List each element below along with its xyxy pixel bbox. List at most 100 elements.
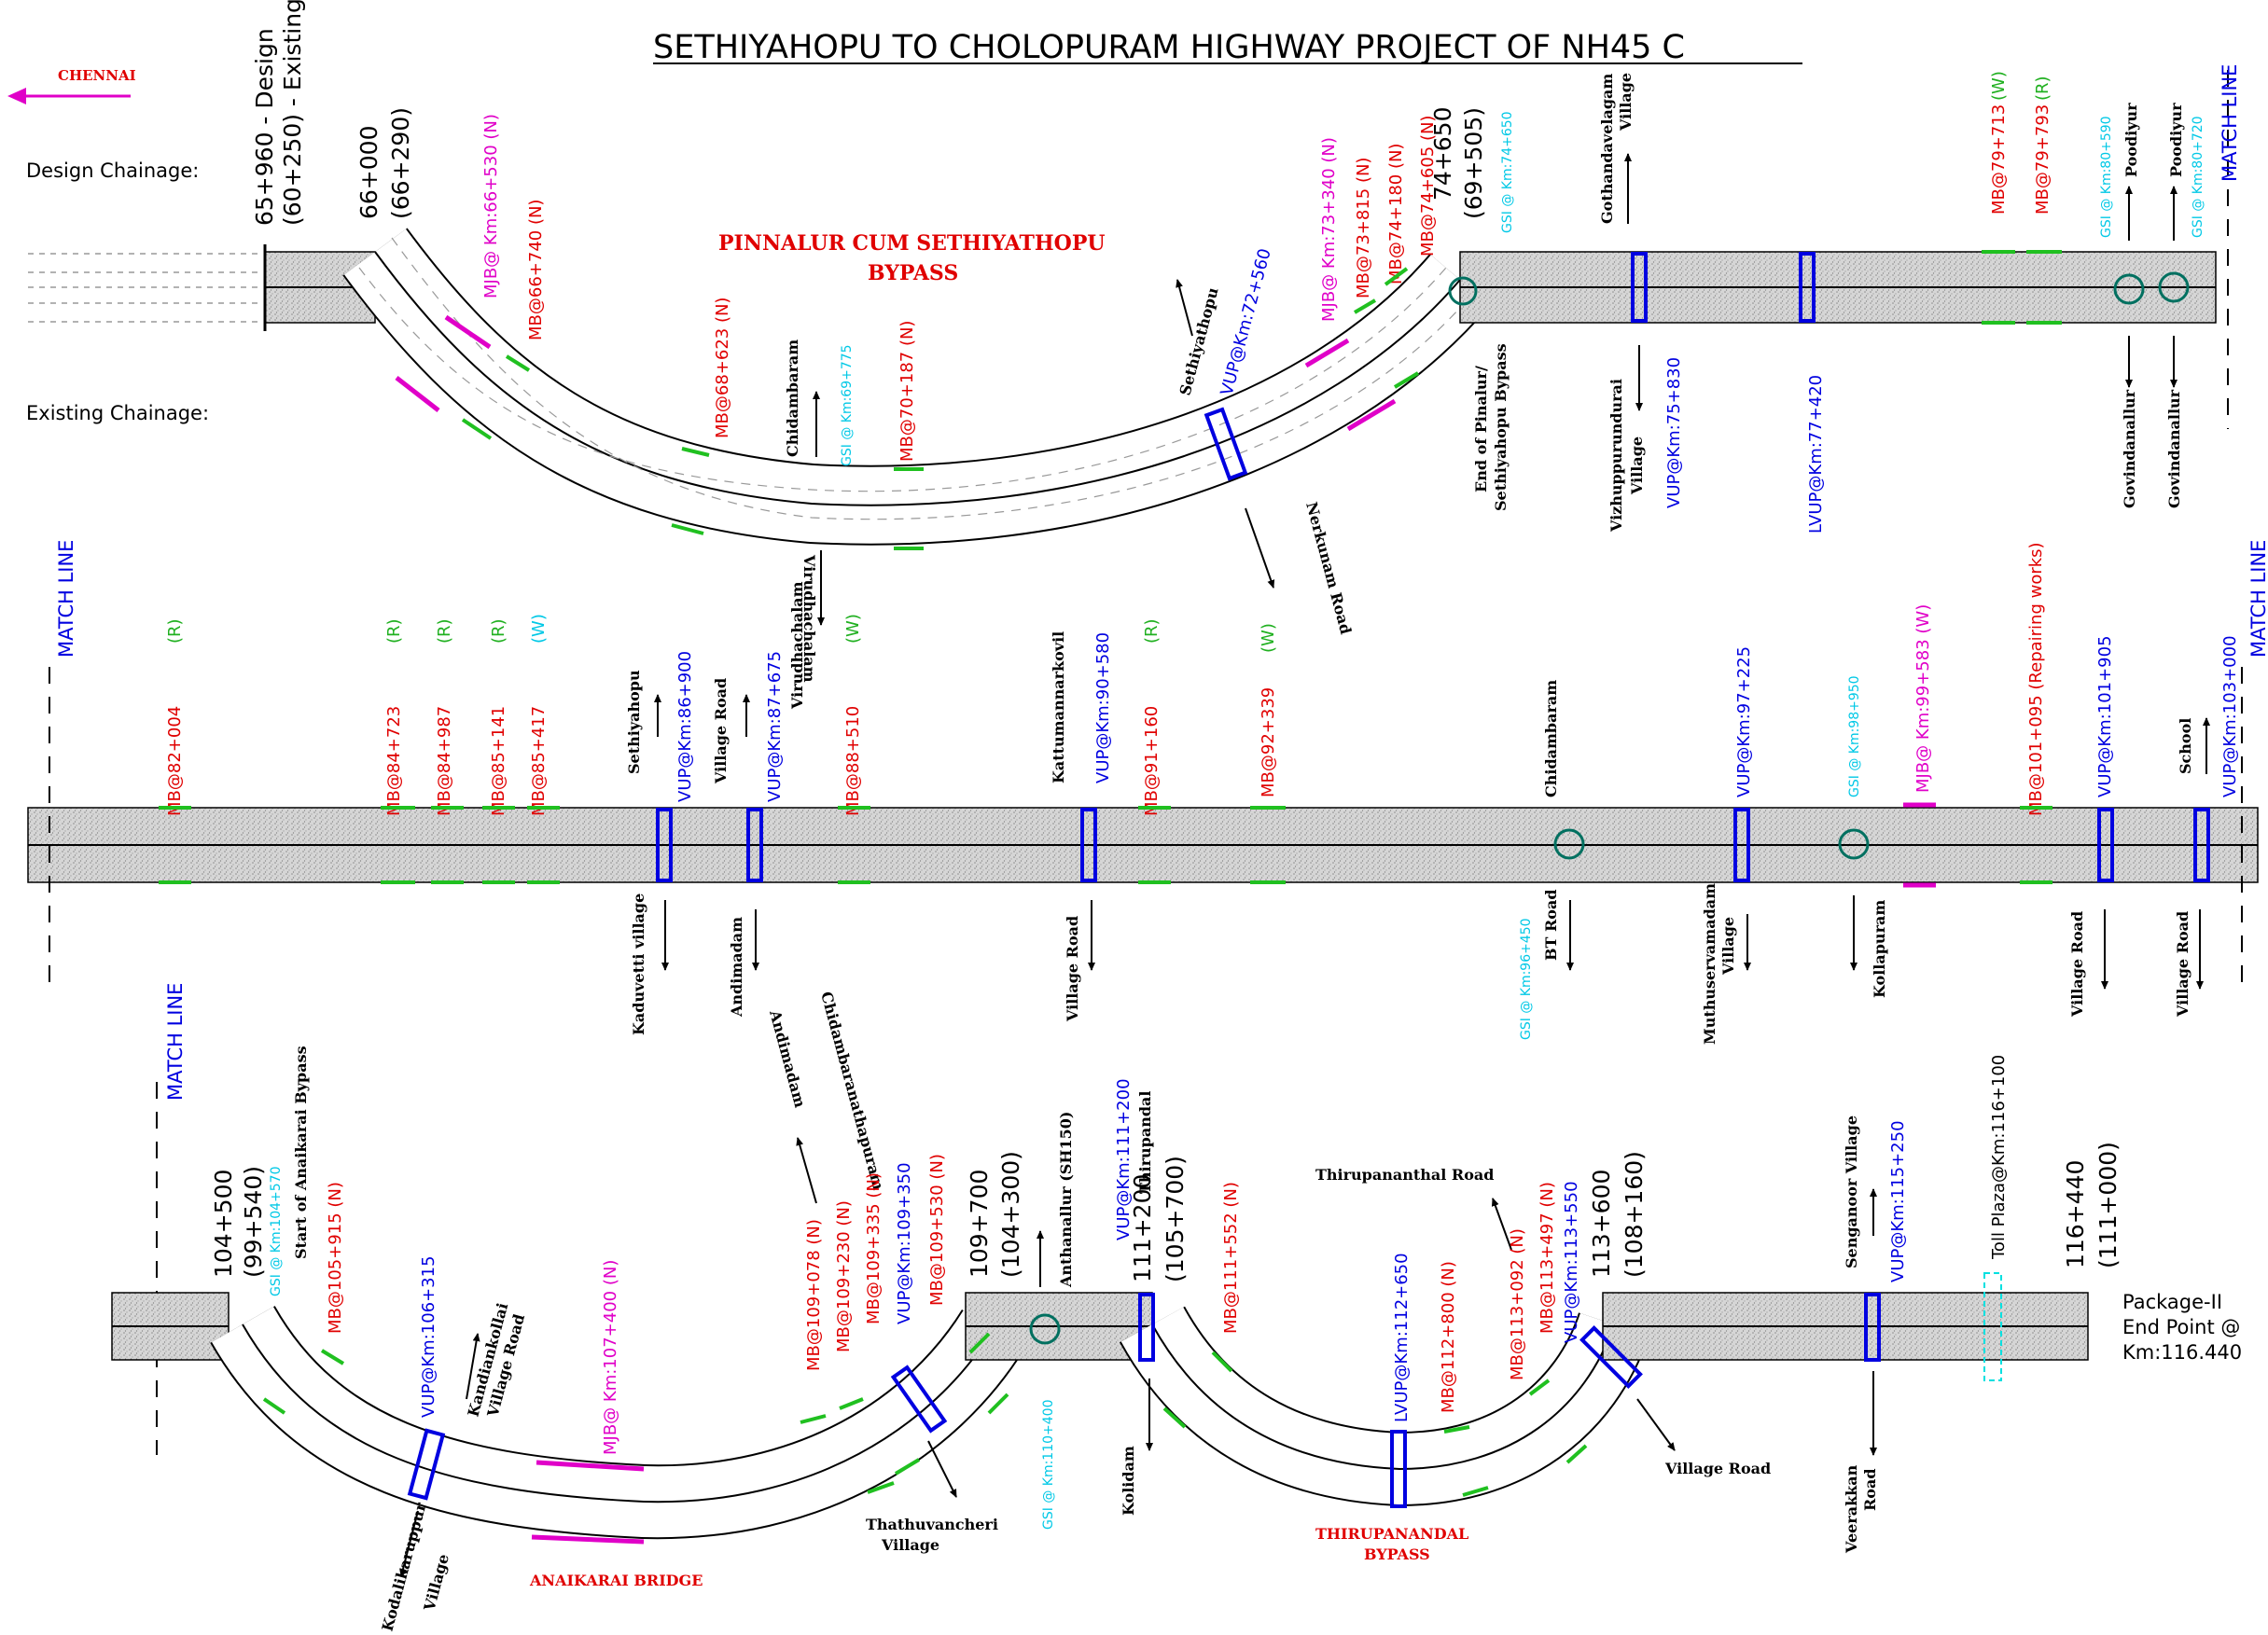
mb-85417-status: (W) xyxy=(529,614,549,644)
school-label: School xyxy=(2177,718,2194,774)
thirupandal-label: Thirupandal xyxy=(1136,1091,1154,1195)
junction-icon xyxy=(2113,273,2145,305)
match-line-label-2: MATCH LINE xyxy=(2247,540,2268,658)
mb-79793-status: (R) xyxy=(2033,76,2052,101)
vup-marker xyxy=(1138,1293,1155,1362)
chainage-116: 116+440 xyxy=(2062,1160,2089,1268)
virudhachalam-label: Virudhachalam xyxy=(800,554,818,683)
chainage-start-design: 65+960 - Design xyxy=(251,28,278,226)
chainage-113-existing: (108+160) xyxy=(1621,1151,1648,1278)
package-end-line2: End Point @ xyxy=(2122,1316,2240,1338)
village-road-label-2: Village Road xyxy=(1064,916,1081,1022)
mjb-99583: MJB@ Km:99+583 (W) xyxy=(1913,604,1933,793)
kattumannarkovil-label: Kattumannarkovil xyxy=(1050,631,1067,783)
vup-109350: VUP@Km:109+350 xyxy=(895,1162,914,1324)
gsi-80720: GSI @ Km:80+720 xyxy=(2191,116,2205,238)
end-bypass-label-2: Sethiyahopu Bypass xyxy=(1492,343,1510,511)
mb-88510: MB@88+510 xyxy=(843,706,863,816)
mb-92339-status: (W) xyxy=(1259,623,1278,653)
kodalikaruppur-label-2: Village xyxy=(420,1552,452,1614)
vup-111200: VUP@Km:111+200 xyxy=(1114,1078,1134,1240)
chainage-104-existing: (99+540) xyxy=(240,1166,267,1278)
mb-112800: MB@112+800 (N) xyxy=(1439,1261,1458,1413)
bypass-median xyxy=(374,251,1461,506)
vup-86900: VUP@Km:86+900 xyxy=(675,651,695,802)
vup-marker xyxy=(746,808,763,882)
mb-101095: MB@101+095 (Repairing works) xyxy=(2026,542,2046,816)
mb-85417: MB@85+417 xyxy=(529,706,549,816)
chidambaram-label-2: Chidambaram xyxy=(1542,680,1560,797)
mjb-marks xyxy=(1903,802,1936,888)
gsi-80590: GSI @ Km:80+590 xyxy=(2099,116,2114,238)
village-road-label-5: Village Road xyxy=(1664,1460,1771,1477)
mb-91160: MB@91+160 xyxy=(1142,706,1162,816)
chainage-109: 109+700 xyxy=(966,1170,993,1278)
anaikarai-bridge: ANAIKARAI BRIDGE xyxy=(529,1572,703,1589)
match-line-label: MATCH LINE xyxy=(55,540,77,658)
mb-109335: MB@109+335 (N) xyxy=(864,1172,884,1324)
bypass-fill xyxy=(1120,1307,1649,1505)
mb-84987-status: (R) xyxy=(435,618,454,644)
diagram-title: SETHIYAHOPU TO CHOLOPURAM HIGHWAY PROJEC… xyxy=(653,29,1685,66)
mb-84987: MB@84+987 xyxy=(435,706,454,816)
lvup-77420: LVUP@Km:77+420 xyxy=(1806,375,1826,533)
anthanallur-label: Anthanallur (SH150) xyxy=(1057,1112,1075,1288)
veerakkan-label: Veerakkan xyxy=(1843,1464,1860,1554)
mb-74180: MB@74+180 (N) xyxy=(1386,144,1406,284)
mjb-66530: MJB@ Km:66+530 (N) xyxy=(481,114,501,298)
mjb-73340: MJB@ Km:73+340 (N) xyxy=(1319,137,1339,322)
arrow-icon xyxy=(1245,507,1275,589)
design-chainage-label: Design Chainage: xyxy=(26,159,199,182)
existing-chainage-label: Existing Chainage: xyxy=(26,402,209,424)
gsi-74650: GSI @ Km:74+650 xyxy=(1500,111,1515,233)
gsi-110400: GSI @ Km:110+400 xyxy=(1041,1400,1056,1530)
row-1: 65+960 - Design (60+250) - Existing 66+0… xyxy=(28,0,2241,683)
vup-marker xyxy=(656,808,673,882)
gsi-104570: GSI @ Km:104+570 xyxy=(269,1167,284,1296)
vup-101905: VUP@Km:101+905 xyxy=(2095,635,2115,797)
mjb-marks xyxy=(395,314,1397,432)
chennai-label: CHENNAI xyxy=(58,67,136,84)
vup-106315: VUP@Km:106+315 xyxy=(419,1255,438,1418)
mb-109078: MB@109+078 (N) xyxy=(804,1219,824,1371)
andimadam-label-2: Andimadam xyxy=(766,1007,809,1109)
row-2: MATCH LINE MATCH LINE MB@82+004 (R) MB@8… xyxy=(27,540,2268,1045)
start-anaikarai-label: Start of Anaikarai Bypass xyxy=(292,1046,310,1259)
toll-plaza-label: Toll Plaza@Km:116+100 xyxy=(1989,1055,2009,1260)
vup-marker xyxy=(890,1365,948,1434)
mb-105915: MB@105+915 (N) xyxy=(326,1182,345,1334)
mb-82004-status: (R) xyxy=(165,618,185,644)
mb-82004: MB@82+004 xyxy=(165,706,185,816)
mb-109530: MB@109+530 (N) xyxy=(927,1154,947,1306)
vup-marker xyxy=(1864,1293,1881,1362)
toll-plaza-marker xyxy=(1983,1272,2002,1381)
village-road-label: Village Road xyxy=(712,678,730,784)
chainage-start-existing: (60+250) - Existing xyxy=(279,0,306,226)
mb-ticks xyxy=(262,1332,1588,1497)
vup-97225: VUP@Km:97+225 xyxy=(1734,646,1754,797)
mjb-107400: MJB@ Km:107+400 (N) xyxy=(601,1260,620,1455)
junction-icon xyxy=(1838,828,1870,860)
mb-85141: MB@85+141 xyxy=(489,706,508,816)
match-line-label: MATCH LINE xyxy=(2219,64,2241,182)
mb-109230: MB@109+230 (N) xyxy=(834,1200,854,1352)
vup-90580: VUP@Km:90+580 xyxy=(1093,632,1113,783)
arrow-icon xyxy=(796,1137,817,1204)
vup-marker xyxy=(1631,252,1648,323)
bypass-name: PINNALUR CUM SETHIYATHOPU xyxy=(718,231,1106,256)
chainage-116-existing: (111+000) xyxy=(2094,1142,2122,1268)
vup-87675: VUP@Km:87+675 xyxy=(765,651,785,802)
mjb-marks xyxy=(531,1460,645,1545)
gothandavelagam-label: Gothandavelagam xyxy=(1598,74,1616,224)
bt-road-label: BT Road xyxy=(1542,889,1560,961)
nerkunam-label: Nerkunam Road xyxy=(1302,500,1355,636)
lvup-marker xyxy=(1390,1430,1407,1508)
gsi-96450: GSI @ Km:96+450 xyxy=(1519,918,1534,1040)
junction-icon xyxy=(1553,828,1585,860)
village-road-label-4: Village Road xyxy=(2174,911,2191,1018)
end-bypass-label: End of Pinalur/ xyxy=(1472,366,1490,492)
muthuservamadam-label: Muthuservamadam xyxy=(1701,883,1718,1045)
mb-88510-status: (W) xyxy=(843,614,863,644)
virudhachalam-label-2: Virudhachalam xyxy=(788,581,806,710)
